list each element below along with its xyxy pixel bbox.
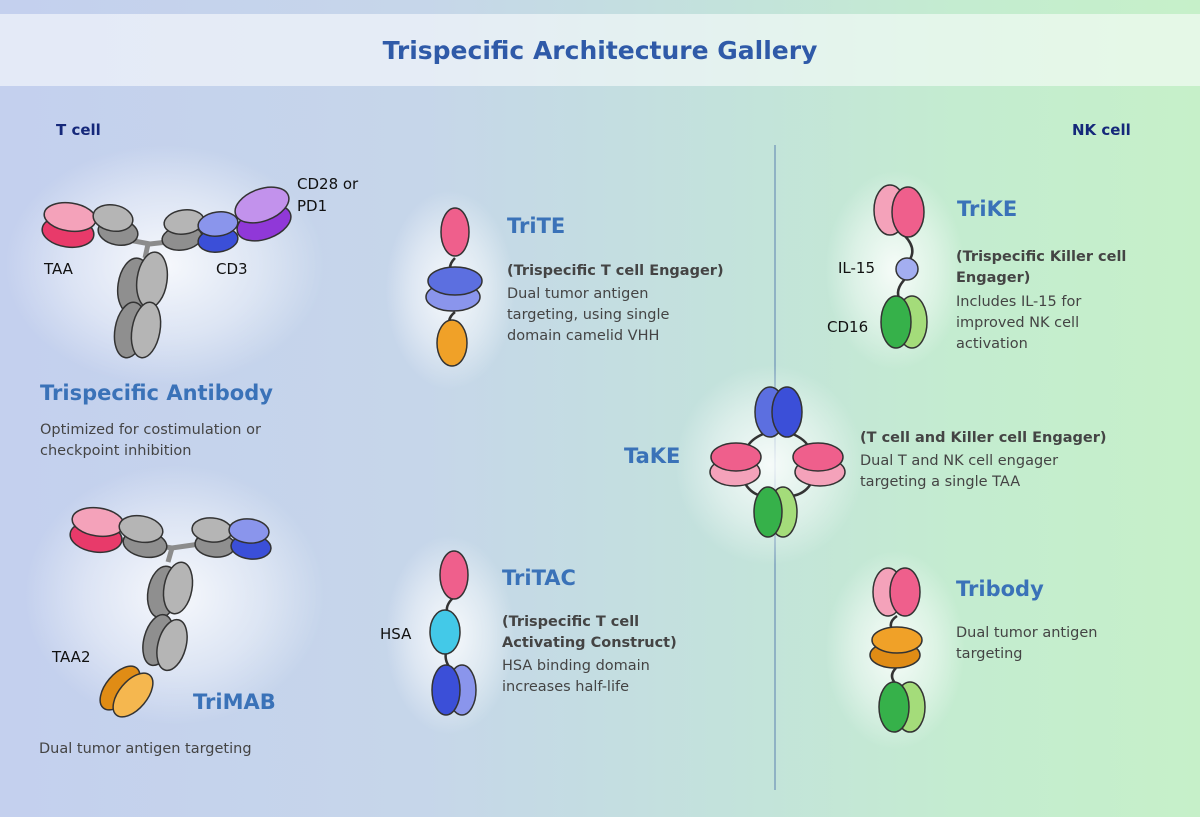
tritac-title: TriTAC	[502, 566, 576, 590]
description-line: targeting, using single	[507, 307, 670, 323]
trispecific-antibody-diagram	[41, 186, 292, 359]
subtitle-line: (T cell and Killer cell Engager)	[860, 430, 1107, 446]
take-subtitle: (T cell and Killer cell Engager)	[860, 428, 1107, 449]
trike-subtitle: (Trispecific Killer cell Engager)	[956, 247, 1126, 289]
description-line: Optimized for costimulation or	[40, 422, 261, 438]
trite-title: TriTE	[507, 214, 566, 238]
description-line: domain camelid VHH	[507, 328, 660, 344]
label-cd16: CD16	[827, 318, 869, 336]
trike-title: TriKE	[957, 197, 1018, 221]
description-line: HSA binding domain	[502, 658, 650, 674]
trite-diagram	[425, 207, 483, 367]
tribody-title: Tribody	[956, 577, 1044, 601]
description-line: Dual T and NK cell engager	[860, 453, 1059, 469]
section-label-t-cell: T cell	[56, 121, 101, 139]
tribody-description: Dual tumor antigen targeting	[956, 623, 1097, 665]
trispecific-antibody-title: Trispecific Antibody	[40, 381, 273, 405]
trike-diagram	[873, 184, 928, 349]
trite-description: Dual tumor antigen targeting, using sing…	[507, 284, 669, 347]
description-line: activation	[956, 336, 1028, 352]
tritac-diagram	[429, 550, 477, 716]
trimab-title: TriMAB	[193, 690, 276, 714]
description-line: Dual tumor antigen targeting	[39, 741, 252, 757]
description-line: checkpoint inhibition	[40, 443, 192, 459]
trimab-description: Dual tumor antigen targeting	[39, 739, 252, 760]
description-line: improved NK cell	[956, 315, 1080, 331]
tritac-description: HSA binding domain increases half-life	[502, 656, 650, 698]
take-title: TaKE	[624, 444, 681, 468]
subtitle-line: (Trispecific T cell	[502, 614, 640, 630]
label-taa2: TAA2	[52, 648, 91, 666]
description-line: targeting	[956, 646, 1023, 662]
page-title: Trispecific Architecture Gallery	[382, 35, 818, 65]
description-line: Dual tumor antigen	[956, 625, 1098, 641]
subtitle-line: Engager)	[956, 270, 1031, 286]
section-label-nk-cell: NK cell	[1072, 121, 1131, 139]
tribody-diagram	[869, 567, 926, 733]
trite-subtitle: (Trispecific T cell Engager)	[507, 261, 724, 282]
description-line: Includes IL-15 for	[956, 294, 1082, 310]
subtitle-line: (Trispecific Killer cell	[956, 249, 1127, 265]
tritac-subtitle: (Trispecific T cell Activating Construct…	[502, 612, 677, 654]
trimab-diagram	[69, 506, 272, 718]
header-bar: Trispecific Architecture Gallery	[0, 14, 1200, 86]
take-description: Dual T and NK cell engager targeting a s…	[860, 451, 1058, 493]
label-cd3: CD3	[216, 260, 248, 278]
take-diagram	[709, 386, 846, 538]
label-cd28-line: CD28 or	[297, 175, 359, 193]
description-line: targeting a single TAA	[860, 474, 1021, 490]
label-pd1-line: PD1	[297, 197, 328, 215]
trispecific-antibody-description: Optimized for costimulation or checkpoin…	[40, 420, 261, 462]
subtitle-line: (Trispecific T cell Engager)	[507, 263, 724, 279]
label-il15: IL-15	[838, 259, 876, 277]
description-line: increases half-life	[502, 679, 630, 695]
label-taa: TAA	[44, 260, 73, 278]
subtitle-line: Activating Construct)	[502, 635, 677, 651]
label-hsa: HSA	[380, 625, 412, 643]
description-line: Dual tumor antigen	[507, 286, 649, 302]
label-cd28-pd1: CD28 or PD1	[297, 173, 358, 217]
trike-description: Includes IL-15 for improved NK cell acti…	[956, 292, 1081, 355]
